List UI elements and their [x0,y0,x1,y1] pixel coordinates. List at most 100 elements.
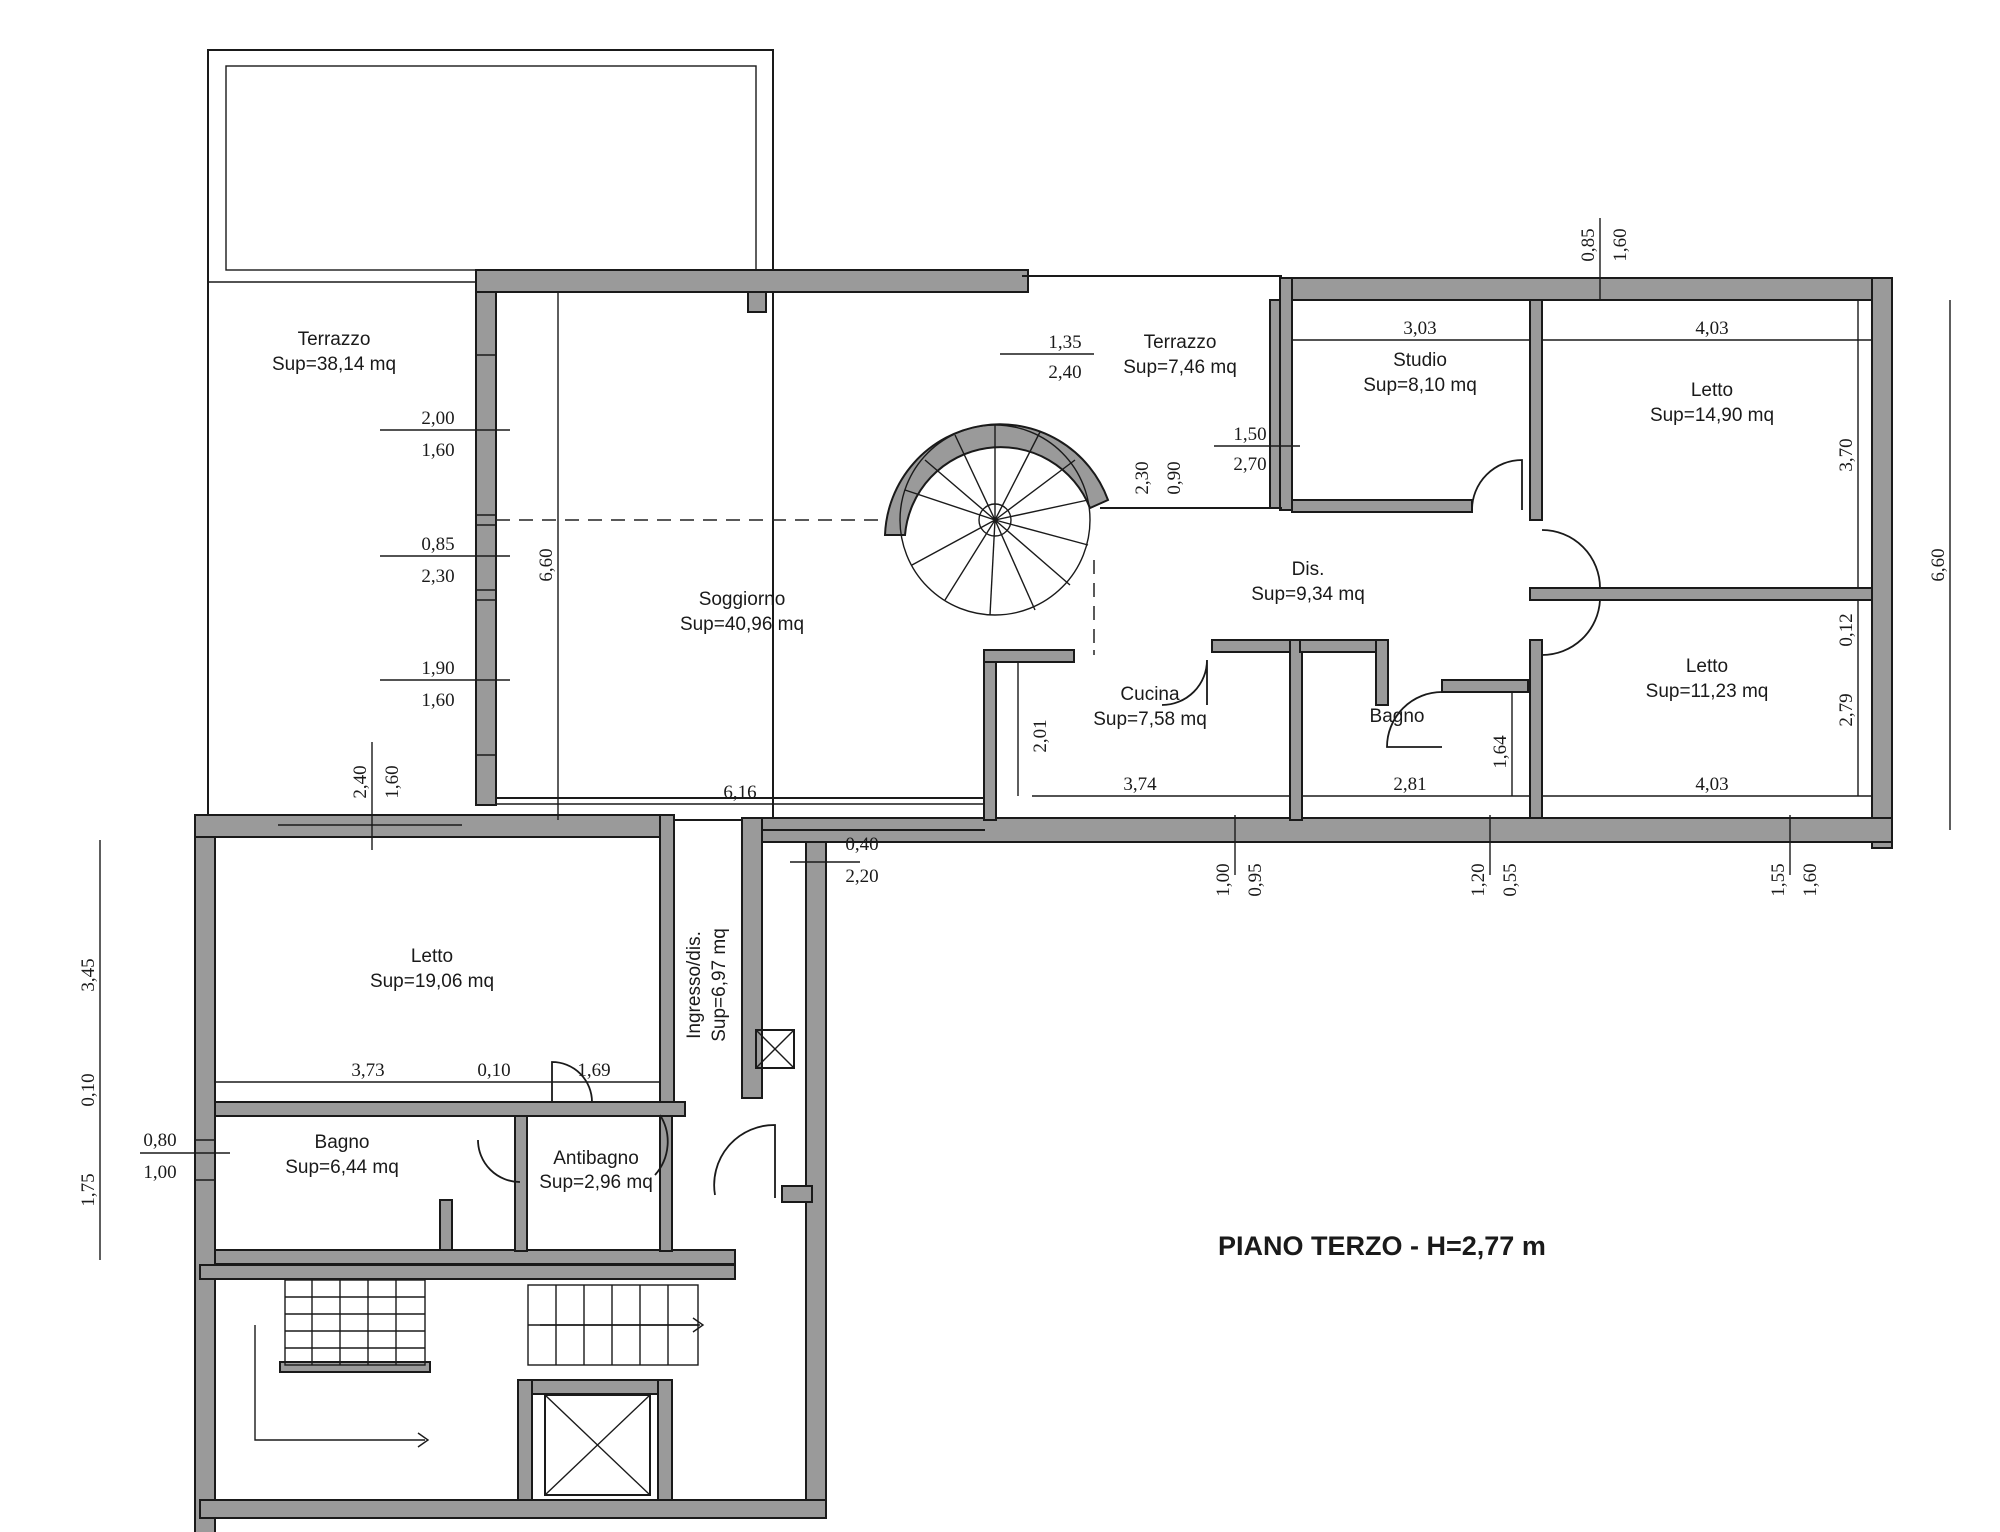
terrazzo-small-area: Sup=7,46 mq [1123,357,1237,378]
dimension-lines [99,218,1951,1260]
wall-antibagno-east [659,1115,673,1252]
wall-studio-letto [1529,299,1543,521]
dim-letto-ne-width: 4,03 [1695,318,1728,339]
room-labels: Terrazzo Sup=38,14 mq Soggiorno Sup=40,9… [272,329,1774,1193]
ingresso-name: Ingresso/dis. [684,931,705,1039]
wall-bagno-stub [439,1199,453,1251]
walls-southwest [194,814,827,1532]
wall-cucina-top [983,649,1075,663]
wall-cucina-bagno [1289,639,1303,821]
wall-bagno-east [1441,679,1529,693]
dim-bagno-height: 1,64 [1490,735,1511,769]
dim-studio-width: 3,03 [1403,318,1436,339]
terrazzo-small-name: Terrazzo [1144,332,1217,353]
wall-stair-top [199,1264,736,1280]
doors-southwest [477,1061,776,1198]
dim-letto-ne-height: 3,70 [1836,438,1857,471]
dim-win-letto-a: 1,55 [1768,863,1789,896]
floor-title: PIANO TERZO - H=2,77 m [1218,1231,1546,1261]
wall-entry-east [805,841,827,1518]
studio-area: Sup=8,10 mq [1363,375,1477,396]
dim-w3-bot: 1,60 [421,690,454,711]
dim-win-sw-bot: 1,60 [382,765,403,798]
main-staircase [254,1279,705,1448]
wall-entry-stub [781,1185,813,1203]
dim-top-win-a: 0,85 [1578,228,1599,261]
dim-w1-top: 2,00 [421,408,454,429]
dim-studio-win-top: 1,50 [1233,424,1266,445]
wall-cucina-top-2 [1211,639,1303,653]
wall-letto-partition [1529,587,1873,601]
letto-ne-name: Letto [1691,380,1733,401]
stair-landing-rail [279,1361,431,1373]
dimension-labels: 2,00 1,60 0,85 2,30 1,90 1,60 6,60 6,16 … [78,228,1949,1206]
bagno-sw-name: Bagno [315,1132,370,1153]
dis-name: Dis. [1292,559,1325,580]
spiral-staircase [883,423,1110,616]
dim-letto-sw-c: 1,69 [577,1060,610,1081]
dim-terr-door-top: 1,35 [1048,332,1081,353]
bagno-center-name: Bagno [1370,706,1425,727]
dim-win-bagno-b: 0,55 [1500,863,1521,896]
dim-left-175: 1,75 [78,1173,99,1206]
dim-stair-a: 2,30 [1132,461,1153,494]
dim-win-letto-b: 1,60 [1800,863,1821,896]
wall-sw-letto-east [659,814,675,1116]
dim-letto-se-height: 2,79 [1836,693,1857,726]
dim-terr-door-bot: 2,40 [1048,362,1081,383]
dim-win-cucina-a: 1,00 [1213,863,1234,896]
antibagno-area: Sup=2,96 mq [539,1172,653,1193]
wall-sw-top [194,814,671,838]
wall-soggiorno-top [475,269,1029,293]
letto-ne-area: Sup=14,90 mq [1650,405,1774,426]
wall-bagno-antibagno [514,1115,528,1252]
wall-right-top [1279,277,1893,301]
wall-letto-bagno [214,1101,686,1117]
wall-south [741,817,1893,843]
dim-win-sw-top: 2,40 [350,765,371,798]
wall-cucina-west [983,649,997,821]
dim-bagno-width: 2,81 [1393,774,1426,795]
ingresso-area: Sup=6,97 mq [709,928,730,1042]
dim-left-345: 3,45 [78,958,99,991]
dim-letto-se-width: 4,03 [1695,774,1728,795]
terrace-canopy [225,65,757,271]
wall-lift-east [657,1379,673,1501]
wall-bagno-top [1299,639,1389,653]
doors-north [1161,459,1601,748]
shaft [755,1029,795,1069]
soggiorno-area: Sup=40,96 mq [680,614,804,635]
dim-left-010: 0,10 [78,1073,99,1106]
wall-pilaster [747,291,767,313]
wall-terrace-small [1269,299,1281,509]
dim-studio-win-bot: 2,70 [1233,454,1266,475]
cucina-area: Sup=7,58 mq [1093,709,1207,730]
dim-cucina-height: 2,01 [1030,719,1051,752]
dim-soggiorno-height: 6,60 [536,548,557,581]
wall-lift-top [517,1379,659,1395]
wall-studio-west [1279,277,1293,511]
studio-name: Studio [1393,350,1447,371]
wall-sw-west [194,814,216,1532]
dim-cucina-width: 3,74 [1123,774,1157,795]
wall-soggiorno-left [475,269,497,806]
dim-entry-bot: 2,20 [845,866,878,887]
dim-bagno-win-bot: 1,00 [143,1162,176,1183]
dim-w2-bot: 2,30 [421,566,454,587]
dis-area: Sup=9,34 mq [1251,584,1365,605]
terrazzo-large-area: Sup=38,14 mq [272,354,396,375]
letto-se-name: Letto [1686,656,1728,677]
letto-se-area: Sup=11,23 mq [1646,681,1769,702]
dim-letto-sw-a: 3,73 [351,1060,384,1081]
dim-win-bagno-a: 1,20 [1468,863,1489,896]
bagno-sw-area: Sup=6,44 mq [285,1157,399,1178]
dim-total-height: 6,60 [1928,548,1949,581]
dim-win-cucina-b: 0,95 [1245,863,1266,896]
terrazzo-large-name: Terrazzo [298,329,371,350]
wall-studio-south [1291,499,1473,513]
wall-entry-west [741,817,763,1099]
wall-bagno-door [1375,639,1389,706]
dim-top-win-b: 1,60 [1610,228,1631,261]
dim-w1-bot: 1,60 [421,440,454,461]
